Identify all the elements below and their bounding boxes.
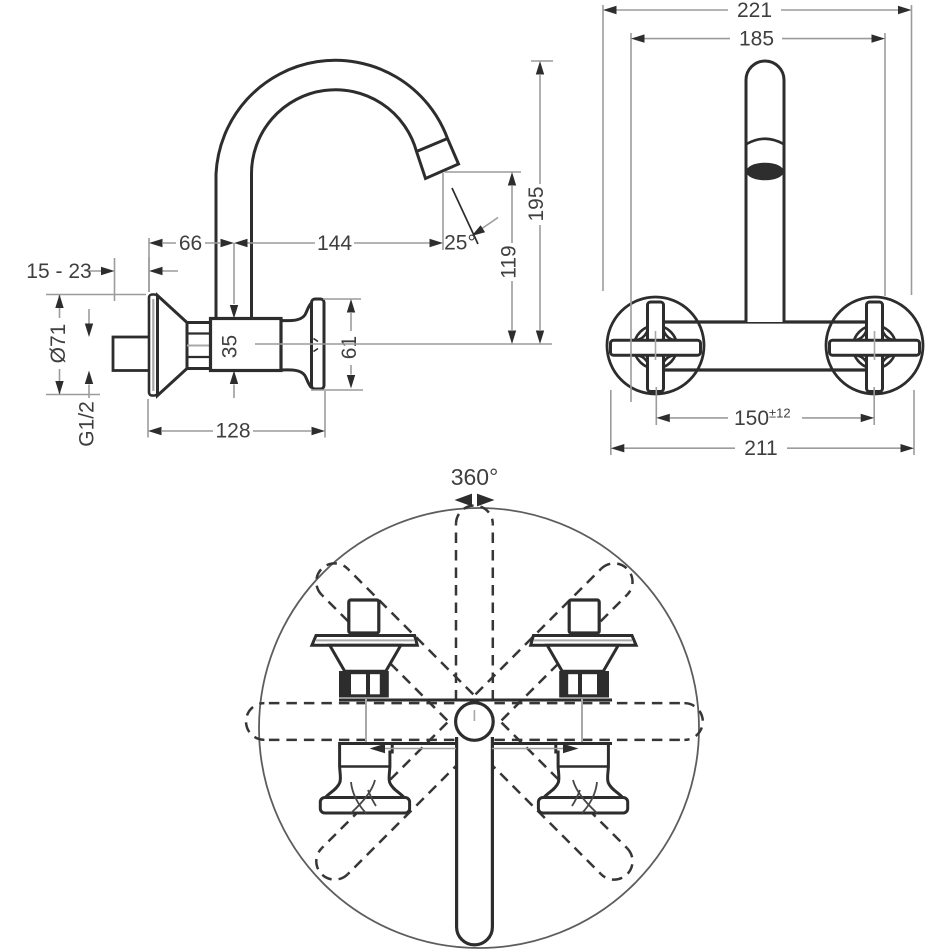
svg-text:25°: 25° — [444, 232, 476, 255]
svg-text:211: 211 — [744, 437, 777, 460]
svg-text:61: 61 — [338, 336, 361, 359]
svg-text:360°: 360° — [451, 464, 499, 490]
svg-text:15 - 23: 15 - 23 — [26, 260, 91, 283]
svg-text:128: 128 — [215, 420, 250, 443]
svg-text:G1/2: G1/2 — [76, 401, 99, 447]
svg-text:66: 66 — [179, 232, 202, 255]
svg-text:221: 221 — [737, 0, 772, 22]
svg-text:195: 195 — [525, 186, 548, 221]
svg-text:185: 185 — [739, 28, 774, 51]
svg-text:Ø71: Ø71 — [47, 324, 70, 364]
svg-text:119: 119 — [498, 245, 521, 278]
svg-text:144: 144 — [317, 232, 352, 255]
svg-text:35: 35 — [219, 335, 242, 358]
